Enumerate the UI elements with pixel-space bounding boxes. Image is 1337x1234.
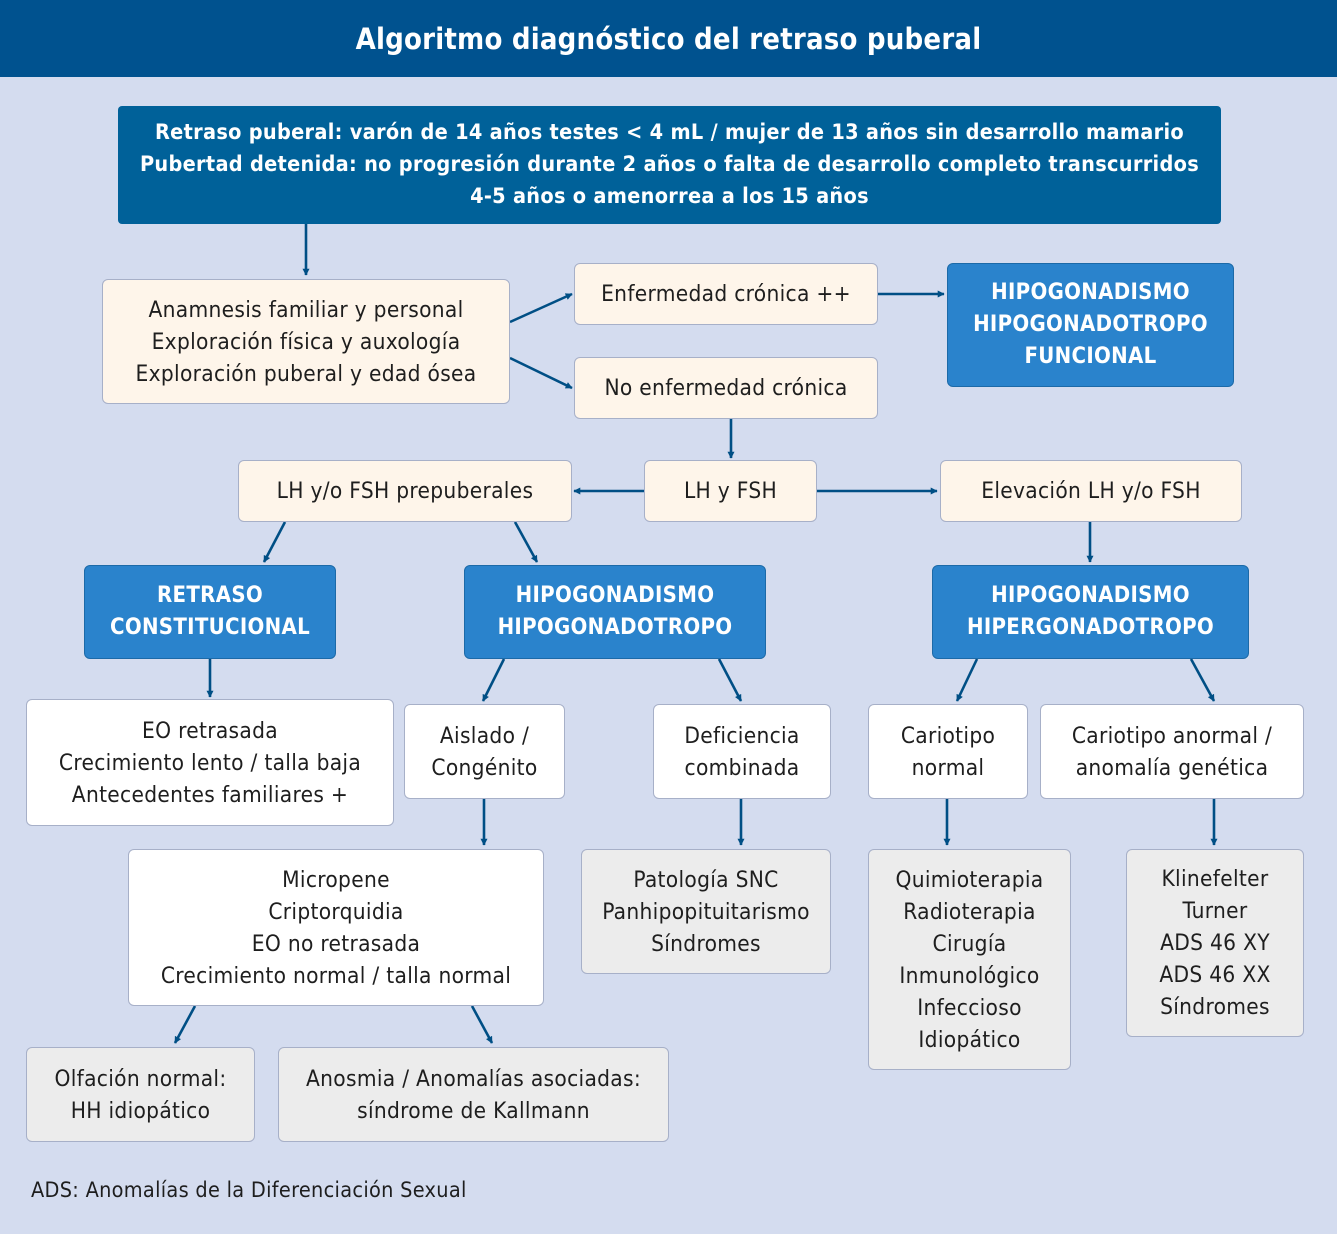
lh-fsh-prepubertal-box: LH y/o FSH prepuberales	[238, 460, 572, 522]
isolated-features-line-2: Criptorquidia	[268, 898, 404, 925]
constitutional-delay-box: RETRASO CONSTITUCIONAL	[84, 565, 336, 659]
no-chronic-disease-label: No enfermedad crónica	[604, 375, 848, 401]
normal-olfaction-box: Olfación normal: HH idiopático	[26, 1047, 255, 1142]
lh-fsh-prepubertal-label: LH y/o FSH prepuberales	[276, 478, 534, 504]
arrow-prepubertal-to-constitutional	[262, 521, 287, 563]
abnormal-karyotype-causes-line-4: ADS 46 XX	[1159, 962, 1271, 988]
anamnesis-line-2: Exploración física y auxología	[151, 328, 461, 355]
isolated-box: Aislado / Congénito	[404, 704, 565, 799]
isolated-features-line-1: Micropene	[282, 866, 390, 893]
normal-karyotype-causes-line-2: Radioterapia	[903, 898, 1036, 925]
constitutional-features-line-2: Crecimiento lento / talla baja	[58, 749, 362, 776]
arrow-features-to-anosmia	[470, 1005, 494, 1044]
definition-line-2: Pubertad detenida: no progresión durante…	[139, 152, 1200, 177]
constitutional-delay-line-2: CONSTITUCIONAL	[110, 615, 310, 640]
diagram-title: Algoritmo diagnóstico del retraso pubera…	[0, 0, 1337, 77]
normal-karyotype-causes-line-4: Inmunológico	[899, 962, 1040, 989]
hh-functional-line-2: HIPOGONADOTROPO	[973, 312, 1208, 337]
constitutional-features-line-1: EO retrasada	[142, 717, 278, 744]
constitutional-delay-line-1: RETRASO	[156, 583, 263, 608]
normal-olfaction-line-2: HH idiopático	[70, 1097, 211, 1124]
arrow-hh-to-isolated	[481, 658, 506, 702]
footnote: ADS: Anomalías de la Diferenciación Sexu…	[31, 1178, 467, 1203]
abnormal-karyotype-line-2: anomalía genética	[1075, 754, 1269, 781]
normal-karyotype-causes-box: Quimioterapia Radioterapia Cirugía Inmun…	[868, 849, 1071, 1070]
normal-karyotype-line-1: Cariotipo	[900, 722, 996, 749]
arrow-features-to-normal-olfaction	[173, 1005, 197, 1044]
constitutional-features-box: EO retrasada Crecimiento lento / talla b…	[26, 699, 394, 826]
lh-fsh-label: LH y FSH	[683, 478, 778, 504]
definition-box: Retraso puberal: varón de 14 años testes…	[118, 106, 1221, 224]
combined-causes-line-3: Síndromes	[651, 930, 761, 957]
combined-causes-box: Patología SNC Panhipopituitarismo Síndro…	[581, 849, 831, 974]
abnormal-karyotype-causes-line-2: Turner	[1182, 898, 1248, 924]
no-chronic-disease-box: No enfermedad crónica	[574, 357, 878, 419]
abnormal-karyotype-line-1: Cariotipo anormal /	[1071, 722, 1273, 749]
anamnesis-box: Anamnesis familiar y personal Exploració…	[102, 279, 510, 404]
isolated-line-2: Congénito	[431, 754, 538, 781]
abnormal-karyotype-causes-line-3: ADS 46 XY	[1160, 930, 1270, 956]
normal-karyotype-line-2: normal	[911, 754, 985, 781]
combined-causes-line-2: Panhipopituitarismo	[602, 898, 810, 925]
arrow-hh-to-combined	[717, 658, 743, 702]
abnormal-karyotype-causes-line-5: Síndromes	[1160, 994, 1270, 1020]
combined-line-2: combinada	[684, 754, 800, 781]
normal-karyotype-causes-line-5: Infeccioso	[917, 994, 1022, 1021]
arrow-prepubertal-to-hh	[513, 521, 539, 563]
hh-functional-line-1: HIPOGONADISMO	[991, 280, 1190, 305]
hh-functional-box: HIPOGONADISMO HIPOGONADOTROPO FUNCIONAL	[947, 263, 1234, 387]
hypergonadotropic-line-2: HIPERGONADOTROPO	[966, 615, 1215, 640]
abnormal-karyotype-causes-line-1: Klinefelter	[1161, 866, 1269, 892]
arrow-hyper-to-normal-karyotype	[955, 658, 979, 702]
hypergonadotropic-box: HIPOGONADISMO HIPERGONADOTROPO	[932, 565, 1249, 659]
combined-causes-line-1: Patología SNC	[633, 866, 779, 893]
abnormal-karyotype-causes-box: Klinefelter Turner ADS 46 XY ADS 46 XX S…	[1126, 849, 1304, 1037]
hh-functional-line-3: FUNCIONAL	[1024, 344, 1157, 369]
isolated-line-1: Aislado /	[439, 722, 530, 749]
normal-olfaction-line-1: Olfación normal:	[54, 1065, 227, 1092]
anamnesis-line-1: Anamnesis familiar y personal	[148, 296, 464, 323]
anosmia-box: Anosmia / Anomalías asociadas: síndrome …	[278, 1047, 669, 1142]
arrow-anamnesis-to-no-chronic	[509, 356, 573, 390]
definition-line-3: 4-5 años o amenorrea a los 15 años	[470, 184, 869, 209]
lh-fsh-elevated-label: Elevación LH y/o FSH	[981, 478, 1201, 504]
hh-line-2: HIPOGONADOTROPO	[497, 615, 733, 640]
abnormal-karyotype-box: Cariotipo anormal / anomalía genética	[1040, 704, 1304, 799]
arrow-hyper-to-abnormal-karyotype	[1189, 658, 1216, 702]
hypergonadotropic-line-1: HIPOGONADISMO	[991, 583, 1190, 608]
isolated-features-line-4: Crecimiento normal / talla normal	[160, 962, 512, 989]
anosmia-line-2: síndrome de Kallmann	[357, 1097, 590, 1124]
anamnesis-line-3: Exploración puberal y edad ósea	[135, 360, 477, 387]
normal-karyotype-causes-line-1: Quimioterapia	[895, 866, 1044, 893]
lh-fsh-elevated-box: Elevación LH y/o FSH	[940, 460, 1242, 522]
lh-fsh-box: LH y FSH	[644, 460, 817, 522]
hh-line-1: HIPOGONADISMO	[515, 583, 715, 608]
constitutional-features-line-3: Antecedentes familiares +	[71, 781, 349, 808]
chronic-disease-box: Enfermedad crónica ++	[574, 263, 878, 325]
normal-karyotype-box: Cariotipo normal	[868, 704, 1028, 799]
normal-karyotype-causes-line-3: Cirugía	[932, 930, 1007, 957]
isolated-features-line-3: EO no retrasada	[251, 930, 421, 957]
definition-line-1: Retraso puberal: varón de 14 años testes…	[154, 120, 1185, 145]
combined-deficiency-box: Deficiencia combinada	[653, 704, 831, 799]
combined-line-1: Deficiencia	[684, 722, 800, 749]
chronic-disease-label: Enfermedad crónica ++	[601, 281, 851, 307]
hh-box: HIPOGONADISMO HIPOGONADOTROPO	[464, 565, 766, 659]
anosmia-line-1: Anosmia / Anomalías asociadas:	[306, 1065, 641, 1092]
isolated-features-box: Micropene Criptorquidia EO no retrasada …	[128, 849, 544, 1006]
arrow-anamnesis-to-chronic	[509, 292, 573, 324]
normal-karyotype-causes-line-6: Idiopático	[918, 1026, 1021, 1053]
